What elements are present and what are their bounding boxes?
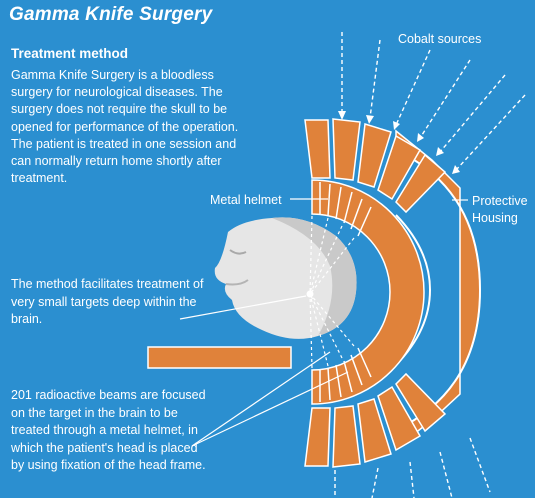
section-heading: Treatment method xyxy=(11,46,129,61)
beams-note: 201 radioactive beams are focused on the… xyxy=(11,388,206,472)
treatment-description: Gamma Knife Surgery is a bloodless surge… xyxy=(11,68,239,186)
cobalt-rays-top xyxy=(341,32,526,171)
outer-collimator-ring xyxy=(304,118,447,468)
method-leader xyxy=(179,295,307,320)
metal-helmet xyxy=(311,179,425,405)
head-frame-bar xyxy=(147,346,292,369)
protective-housing-label-line1: Protective xyxy=(472,194,528,208)
target-point xyxy=(306,290,314,298)
protective-housing-label: Protective Housing xyxy=(472,193,528,227)
focused-beams xyxy=(309,215,355,369)
patient-head-image xyxy=(214,217,357,339)
page-title: Gamma Knife Surgery xyxy=(9,4,213,25)
beams-leader-2 xyxy=(191,371,349,447)
cobalt-sources-label: Cobalt sources xyxy=(398,32,482,46)
beams-leader-1 xyxy=(191,351,331,447)
protective-housing-label-line2: Housing xyxy=(472,211,518,225)
method-note: The method facilitates treatment of very… xyxy=(11,277,204,326)
metal-helmet-label: Metal helmet xyxy=(210,193,282,207)
cobalt-rays-bottom xyxy=(334,437,491,498)
